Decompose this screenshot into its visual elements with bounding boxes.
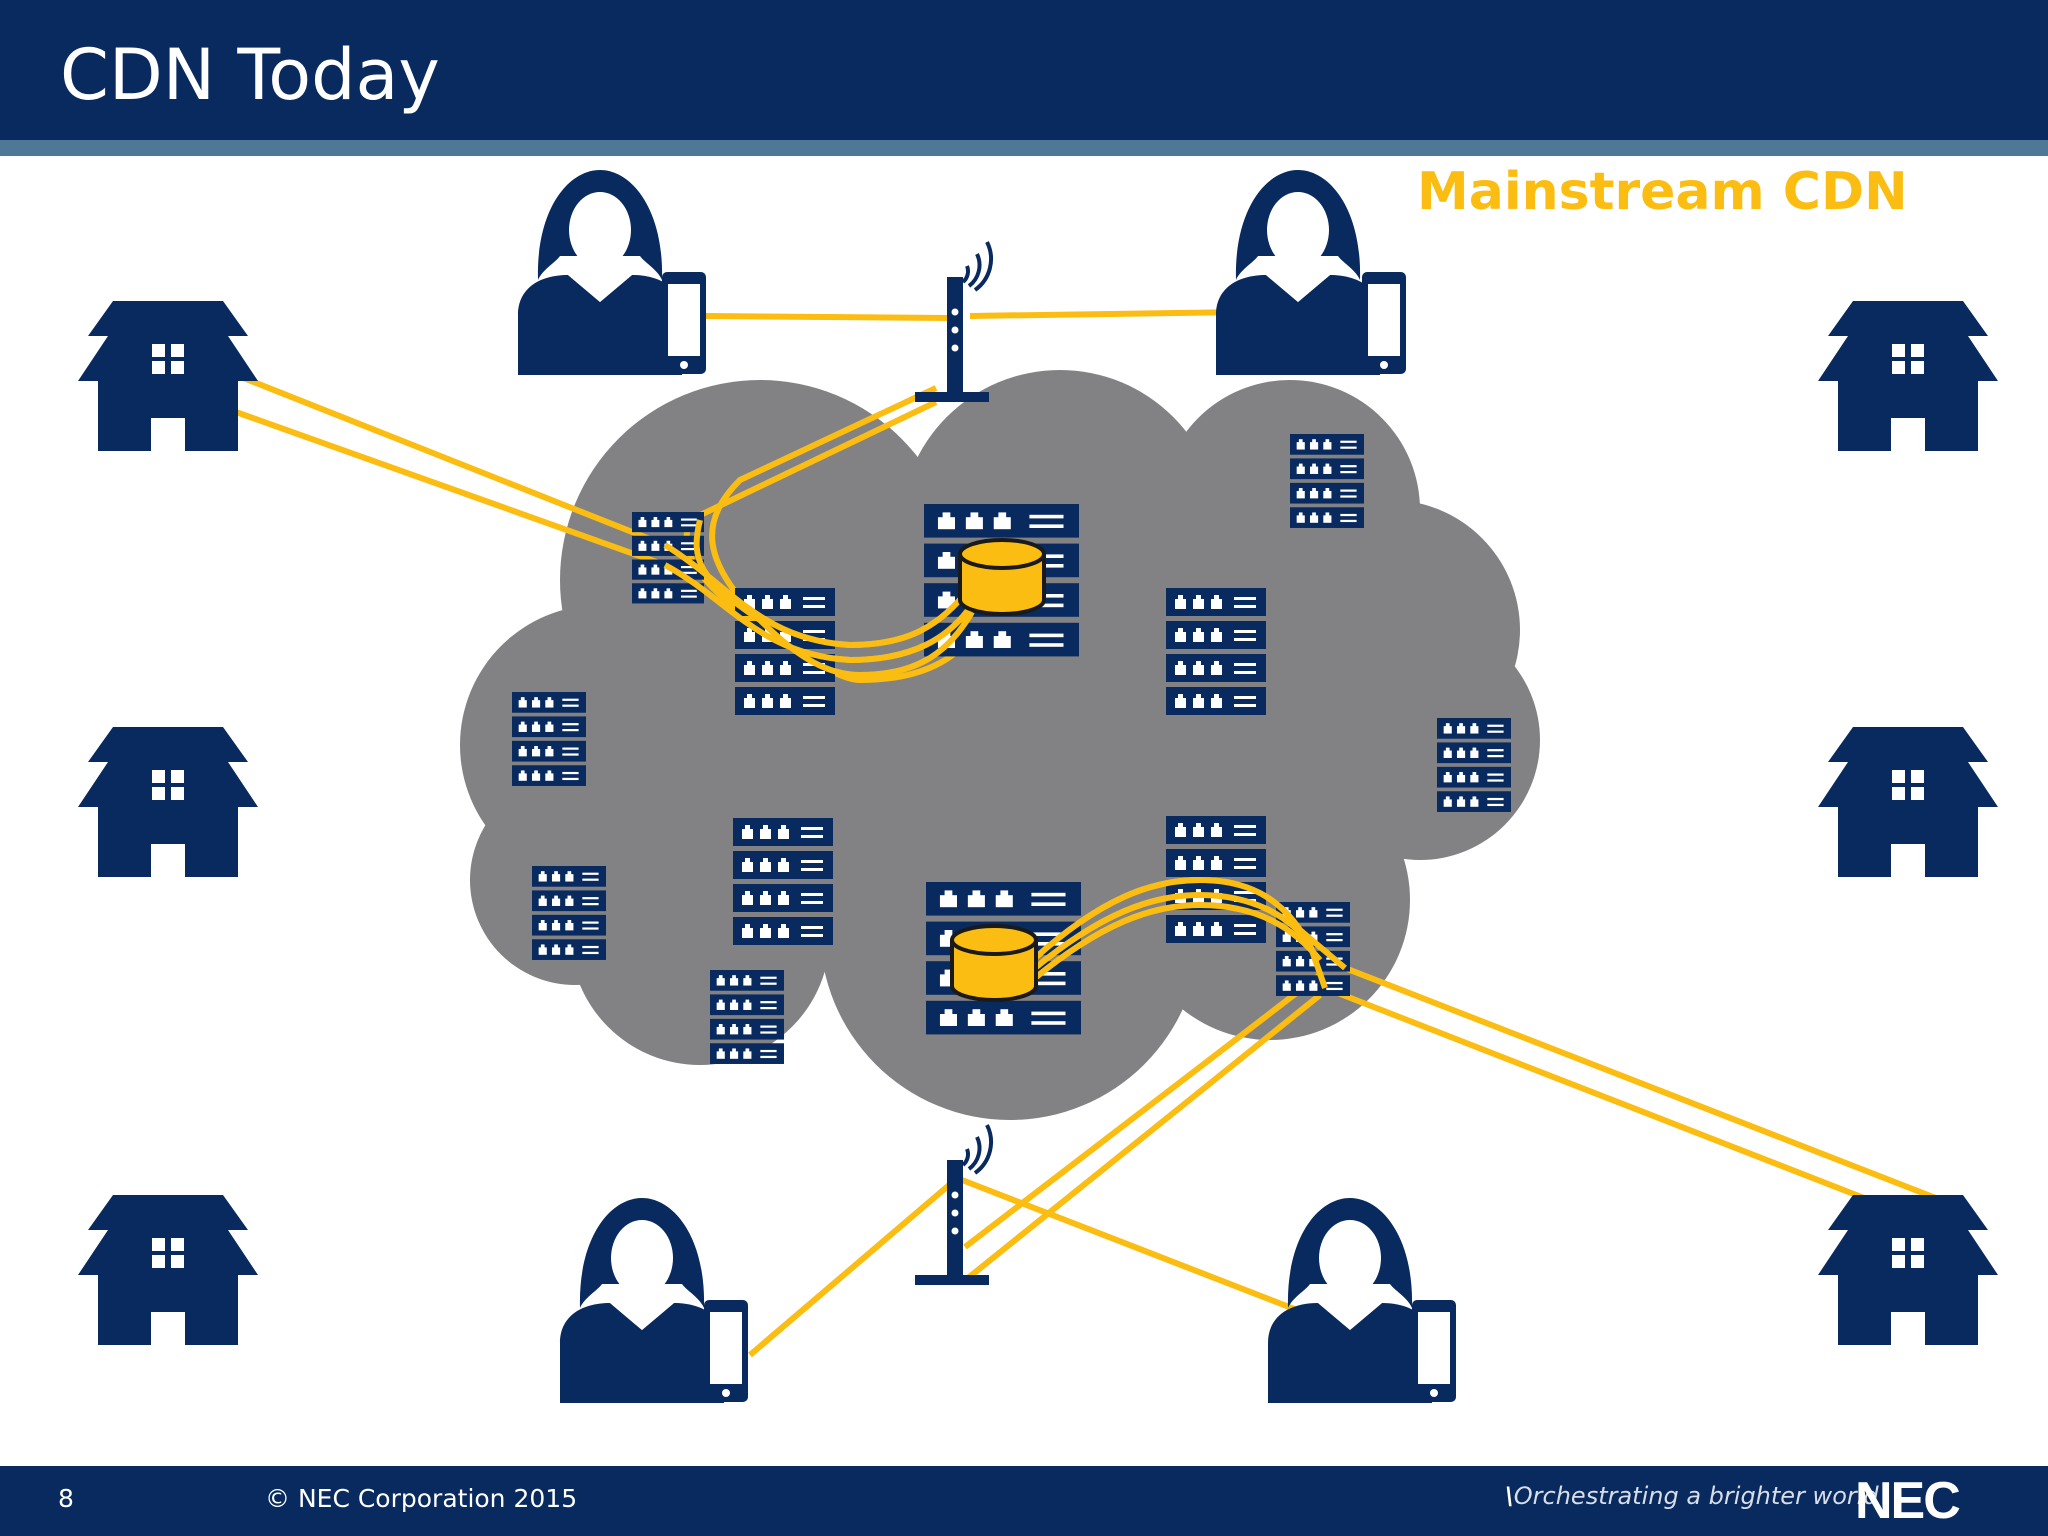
nec-logo: NEC	[1855, 1472, 1961, 1530]
header-stripe	[0, 140, 2048, 156]
smartphone-icon	[662, 272, 706, 374]
smartphone-icon	[704, 1300, 748, 1402]
user-icon	[1216, 170, 1380, 375]
house-icon	[78, 1195, 258, 1345]
house-icon	[78, 301, 258, 451]
copyright-notice: © NEC Corporation 2015	[265, 1484, 578, 1513]
page-number: 8	[58, 1484, 74, 1513]
tagline-text: Orchestrating a brighter world	[1513, 1482, 1879, 1510]
brand-tagline: \Orchestrating a brighter world	[1505, 1482, 1879, 1510]
smartphone-icon	[1362, 272, 1406, 374]
house-icon	[1818, 301, 1998, 451]
user-icon	[560, 1198, 724, 1403]
house-icon	[1818, 727, 1998, 877]
footer-bar: 8 © NEC Corporation 2015 \Orchestrating …	[0, 1466, 2048, 1536]
page-title: CDN Today	[60, 34, 440, 116]
wifi-router-icon	[913, 240, 994, 404]
house-icon	[1818, 1195, 1998, 1345]
user-icon	[1268, 1198, 1432, 1403]
header-bar: CDN Today	[0, 0, 2048, 140]
diagram-label: Mainstream CDN	[1417, 162, 1908, 222]
database-icon	[958, 538, 1046, 616]
user-icon	[518, 170, 682, 375]
database-icon	[950, 924, 1038, 1002]
smartphone-icon	[1412, 1300, 1456, 1402]
house-icon	[78, 727, 258, 877]
